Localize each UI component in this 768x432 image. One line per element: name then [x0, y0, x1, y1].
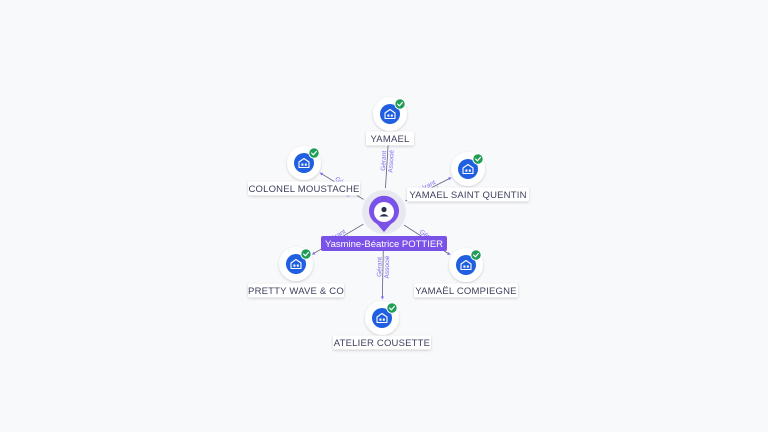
company-node[interactable]: YAMAËL COMPIEGNE	[414, 248, 518, 298]
building-icon	[376, 312, 388, 324]
company-label-bg	[248, 181, 360, 196]
company-label-bg	[333, 335, 431, 350]
company-label: PRETTY WAVE & CO	[248, 286, 344, 297]
company-nodes: YAMAEL YAMAEL SAINT QUENTIN YAMAËL COMPIEG…	[248, 97, 529, 350]
company-node[interactable]: ATELIER COUSETTE	[333, 301, 431, 350]
center-label-bg	[321, 236, 447, 251]
check-icon	[472, 153, 484, 165]
edge-role-line2: Associé	[384, 255, 391, 278]
company-label: YAMAEL	[370, 134, 409, 145]
company-label-bg	[407, 187, 529, 202]
edge-role-line2: Associé	[387, 149, 395, 173]
building-icon	[462, 163, 474, 175]
check-icon	[386, 302, 398, 314]
company-node[interactable]: YAMAEL SAINT QUENTIN	[407, 152, 529, 202]
building-icon	[460, 259, 472, 271]
company-label: COLONEL MOUSTACHE	[248, 184, 359, 195]
center-person-node[interactable]: Yasmine-Béatrice POTTIER	[321, 190, 447, 251]
center-label: Yasmine-Béatrice POTTIER	[325, 239, 443, 250]
company-label: ATELIER COUSETTE	[334, 338, 430, 349]
building-icon	[290, 258, 302, 270]
company-label-bg	[414, 283, 518, 298]
check-icon	[394, 98, 406, 110]
check-icon	[300, 248, 312, 260]
company-node[interactable]: YAMAEL	[366, 97, 414, 146]
company-node[interactable]: PRETTY WAVE & CO	[248, 247, 344, 298]
edge-role-line1: Gérant	[380, 150, 388, 170]
check-icon	[308, 147, 320, 159]
building-icon	[384, 108, 396, 120]
company-label-bg	[248, 283, 344, 298]
company-label: YAMAËL COMPIEGNE	[415, 286, 516, 297]
person-icon	[379, 206, 389, 217]
company-label: YAMAEL SAINT QUENTIN	[409, 190, 526, 201]
company-label-bg	[366, 131, 414, 146]
check-icon	[470, 249, 482, 261]
company-node[interactable]: COLONEL MOUSTACHE	[248, 146, 360, 196]
edge-role-line1: Gérant	[376, 257, 383, 277]
building-icon	[298, 157, 310, 169]
